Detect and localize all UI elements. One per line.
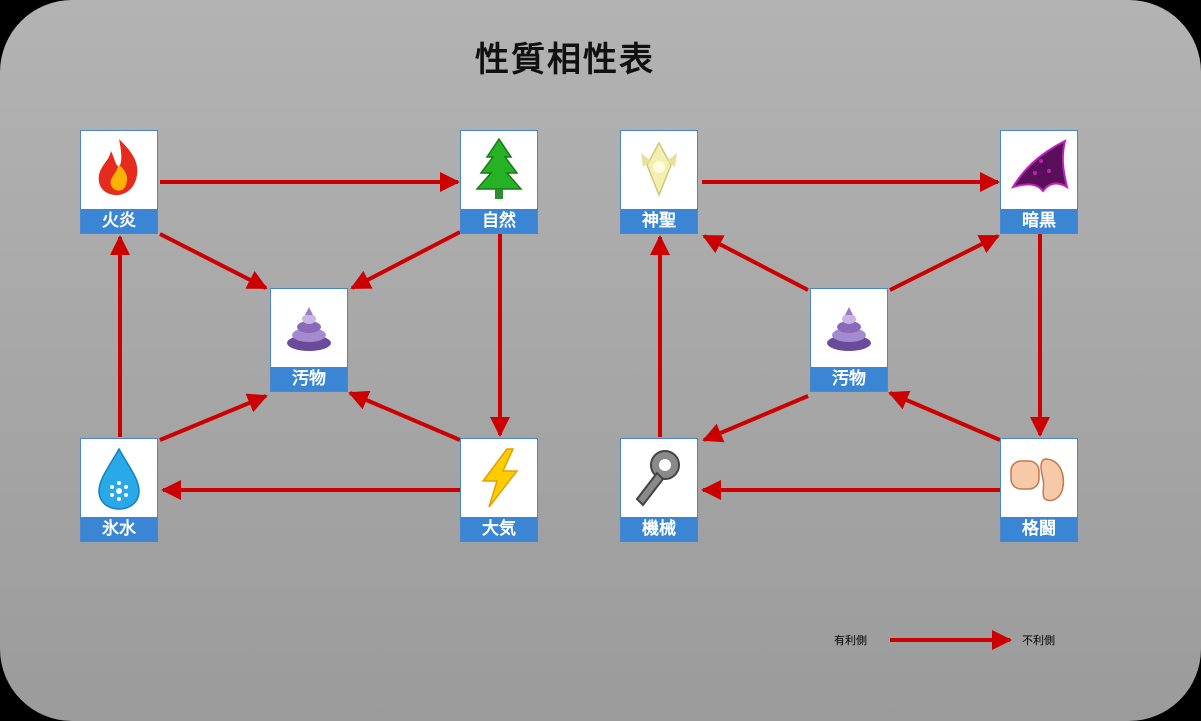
node-nature: 自然 [460,130,538,234]
node-label: 火炎 [81,209,157,233]
arrow-fire-to-filth [159,232,268,290]
node-air: 大気 [460,438,538,542]
dark-wing-icon [1001,131,1077,209]
node-filth-left: 汚物 [270,288,348,392]
legend-disadvantage-label: 不利側 [1022,634,1055,647]
arrow-filth-to-machine [702,394,809,443]
node-label: 自然 [461,209,537,233]
wrench-icon [621,439,697,517]
arrow-fight-to-filth [888,390,1001,442]
lightning-icon [461,439,537,517]
arrow-air-to-filth [348,390,461,442]
node-label: 格闘 [1001,517,1077,541]
fire-icon [81,131,157,209]
fist-foot-icon [1001,439,1077,517]
holy-crystal-icon [621,131,697,209]
arrow-nature-to-filth [350,230,461,290]
node-label: 氷水 [81,517,157,541]
water-drop-icon [81,439,157,517]
node-ice: 氷水 [80,438,158,542]
node-label: 機械 [621,517,697,541]
node-label: 神聖 [621,209,697,233]
filth-icon [811,289,887,367]
node-fire: 火炎 [80,130,158,234]
tree-icon [461,131,537,209]
arrow-filth-to-dark [889,234,1000,292]
node-label: 汚物 [271,367,347,391]
arrow-filth-to-holy [702,234,809,292]
legend-advantage-label: 有利側 [834,634,867,647]
page-title: 性質相性表 [475,40,655,80]
filth-icon [271,289,347,367]
arrow-ice-to-filth [159,393,268,442]
node-dark: 暗黒 [1000,130,1078,234]
node-holy: 神聖 [620,130,698,234]
node-label: 大気 [461,517,537,541]
node-filth-right: 汚物 [810,288,888,392]
node-label: 汚物 [811,367,887,391]
node-label: 暗黒 [1001,209,1077,233]
node-machine: 機械 [620,438,698,542]
node-fight: 格闘 [1000,438,1078,542]
